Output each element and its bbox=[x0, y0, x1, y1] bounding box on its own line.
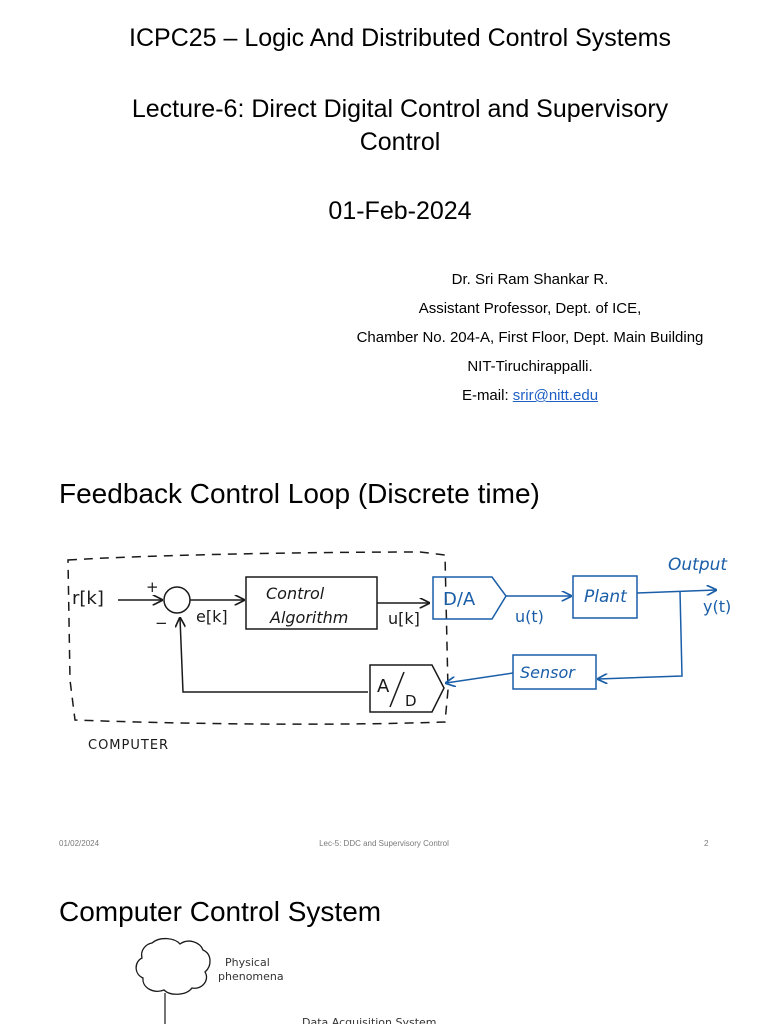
computer-control-diagram: Physical phenomena Data Acquisition Syst… bbox=[135, 937, 437, 1024]
label-plus: + bbox=[146, 578, 159, 596]
label-output-signal: y(t) bbox=[703, 597, 731, 616]
cloud-label-line1: Physical bbox=[225, 956, 270, 969]
label-minus: − bbox=[155, 614, 168, 632]
email-link[interactable]: srir@nitt.edu bbox=[512, 387, 599, 404]
label-adc-d: D bbox=[405, 692, 417, 710]
lecture-date: 01-Feb-2024 bbox=[328, 197, 472, 225]
lecture-title: Lecture-6: Direct Digital Control and Su… bbox=[40, 93, 760, 158]
footer-title: Lec-5: DDC and Supervisory Control bbox=[319, 839, 449, 848]
label-plant: Plant bbox=[584, 587, 628, 607]
label-dac: D/A bbox=[443, 589, 476, 610]
label-control-signal: u[k] bbox=[388, 609, 420, 628]
footer-date: 01/02/2024 bbox=[59, 839, 100, 848]
label-output: Output bbox=[668, 555, 728, 575]
label-computer: COMPUTER bbox=[88, 738, 169, 753]
author-email-line: E-mail: srir@nitt.edu bbox=[300, 381, 760, 410]
dac-block bbox=[432, 576, 507, 620]
author-office: Chamber No. 204-A, First Floor, Dept. Ma… bbox=[356, 329, 704, 346]
computer-boundary bbox=[67, 551, 449, 725]
slide2-heading: Feedback Control Loop (Discrete time) bbox=[59, 478, 540, 509]
plant-block bbox=[572, 575, 638, 619]
email-label: E-mail: bbox=[461, 387, 513, 404]
physical-phenomena-cloud bbox=[135, 937, 211, 995]
sensor-block bbox=[512, 654, 597, 690]
author-block: Dr. Sri Ram Shankar R. Assistant Profess… bbox=[300, 265, 760, 410]
label-controller-line1: Control bbox=[266, 584, 325, 603]
lecture-title-line2: Control bbox=[359, 127, 441, 156]
author-name: Dr. Sri Ram Shankar R. bbox=[451, 271, 609, 288]
summing-junction bbox=[163, 586, 191, 614]
label-adc-a: A bbox=[377, 676, 390, 697]
cloud-label-line2: phenomena bbox=[218, 970, 284, 983]
course-title: ICPC25 – Logic And Distributed Control S… bbox=[129, 24, 671, 52]
adc-block bbox=[369, 664, 445, 713]
label-continuous-control: u(t) bbox=[515, 607, 544, 626]
author-position: Assistant Professor, Dept. of ICE, bbox=[418, 300, 642, 317]
slide3-heading: Computer Control System bbox=[59, 896, 382, 927]
das-label: Data Acquisition System bbox=[302, 1016, 437, 1024]
black-ink bbox=[118, 576, 445, 713]
author-institute: NIT-Tiruchirappalli. bbox=[467, 358, 593, 375]
blue-ink bbox=[432, 575, 716, 690]
label-sensor: Sensor bbox=[520, 663, 576, 682]
lecture-title-line1: Lecture-6: Direct Digital Control and Su… bbox=[131, 95, 669, 123]
label-controller-line2: Algorithm bbox=[269, 608, 348, 627]
feedback-loop-diagram: r[k] + − e[k] Control Algorithm u[k] A D… bbox=[67, 551, 731, 753]
label-reference: r[k] bbox=[72, 588, 104, 609]
footer-page-number: 2 bbox=[704, 839, 709, 848]
label-error: e[k] bbox=[196, 607, 228, 626]
